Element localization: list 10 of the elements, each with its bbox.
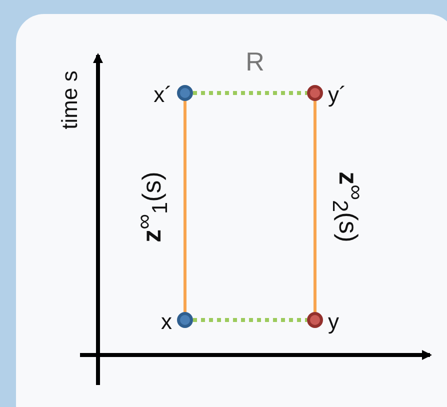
axis-label: time s xyxy=(57,70,83,130)
point-label: y xyxy=(328,309,339,335)
point-label: x xyxy=(161,309,172,335)
connector-line xyxy=(314,101,316,312)
edge-label: R xyxy=(246,46,264,78)
connector-line xyxy=(184,101,186,312)
point-label: y´ xyxy=(328,82,346,108)
point-label: x´ xyxy=(154,82,172,108)
dotted-line xyxy=(193,318,307,322)
dotted-line xyxy=(193,91,307,95)
